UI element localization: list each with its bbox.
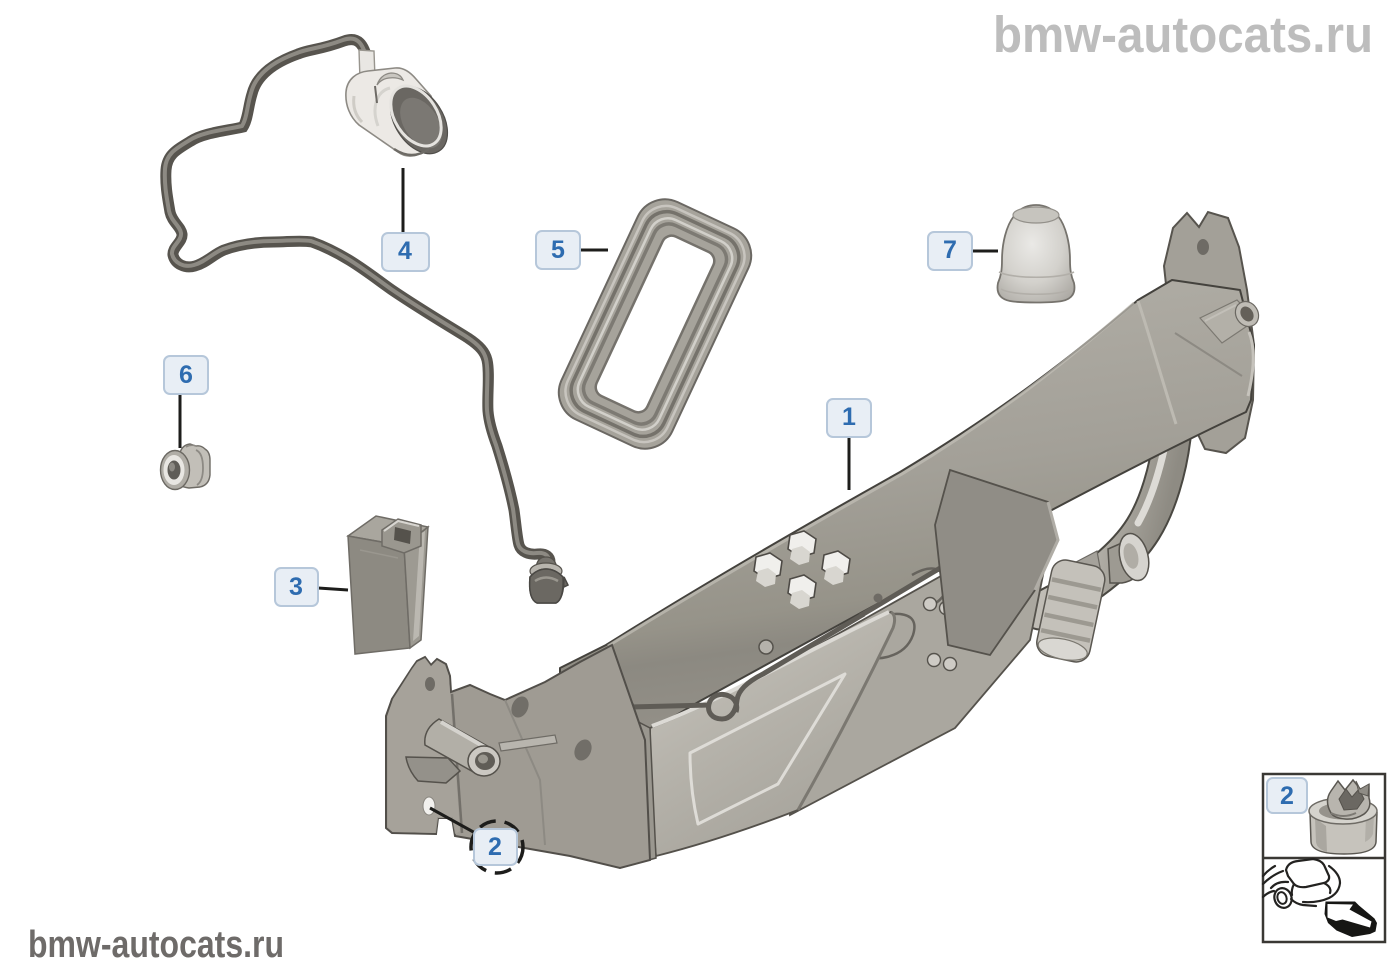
- svg-text:5: 5: [551, 236, 565, 264]
- svg-text:2: 2: [488, 833, 502, 861]
- svg-text:bmw-autocats.ru: bmw-autocats.ru: [993, 6, 1373, 63]
- svg-text:6: 6: [179, 361, 193, 389]
- svg-text:2: 2: [1280, 782, 1294, 810]
- svg-text:1: 1: [842, 403, 856, 431]
- svg-text:7: 7: [943, 236, 957, 264]
- svg-text:bmw-autocats.ru: bmw-autocats.ru: [28, 924, 284, 966]
- svg-text:4: 4: [398, 237, 412, 265]
- svg-text:3: 3: [289, 573, 303, 601]
